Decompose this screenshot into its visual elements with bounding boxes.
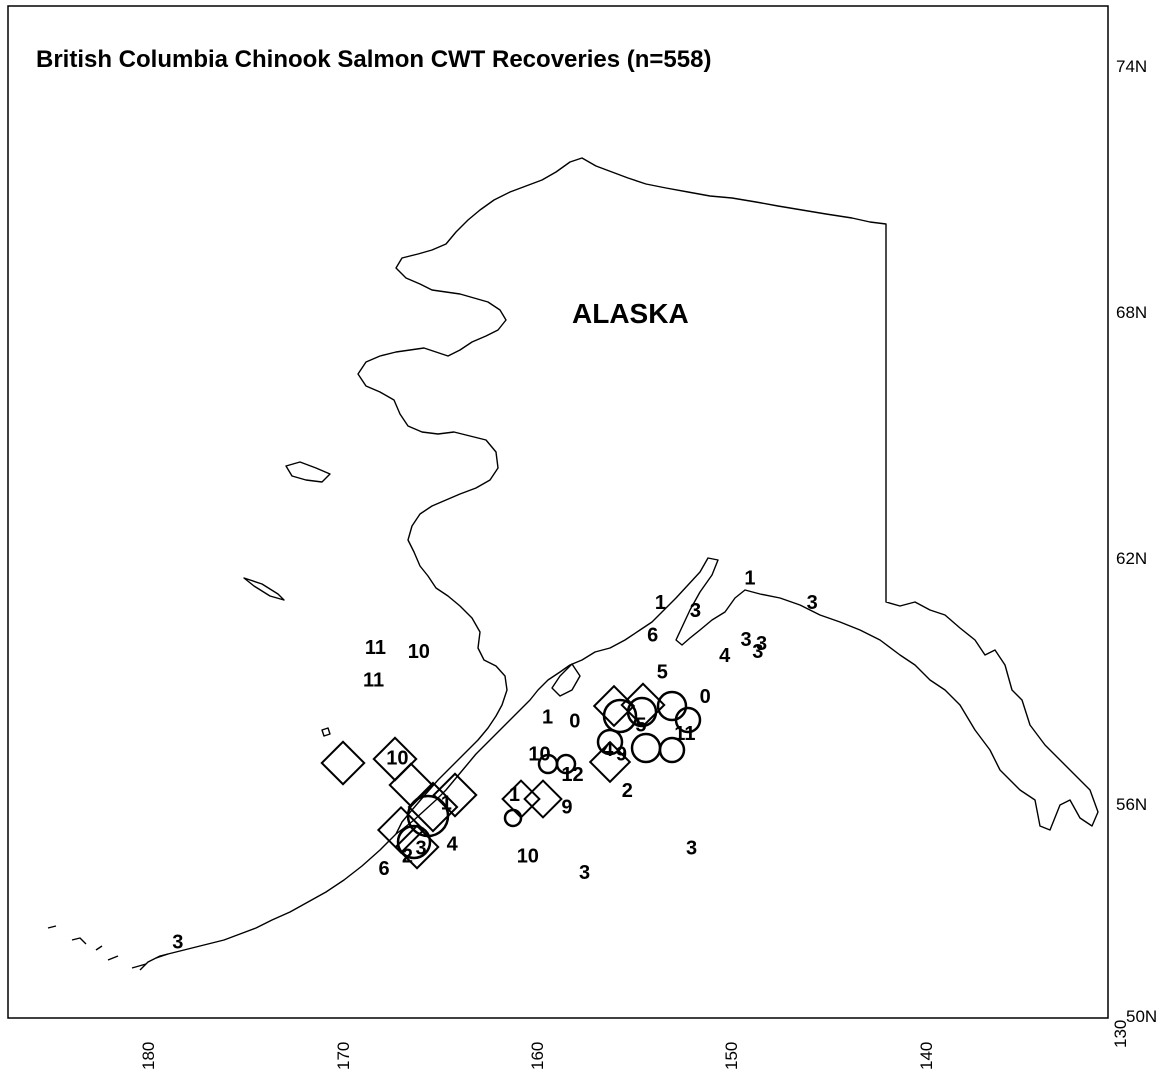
- cluster-circle: [503, 808, 523, 828]
- lon-label-180: 180: [139, 1042, 158, 1070]
- cluster-diamond: [320, 740, 366, 786]
- recovery-label: 1: [655, 592, 666, 614]
- recovery-label: 5: [657, 662, 668, 684]
- cluster-diamond: [523, 779, 563, 819]
- lon-label-130: 130: [1111, 1020, 1130, 1048]
- recovery-label: 1: [441, 792, 452, 814]
- cluster-diamond: [620, 682, 666, 728]
- recovery-label: 9: [616, 743, 627, 765]
- alaska-coastline: [47, 157, 1099, 971]
- recovery-label: 5: [635, 715, 646, 737]
- lon-label-170: 170: [334, 1042, 353, 1070]
- cluster-circle: [602, 698, 638, 734]
- cluster-diamond: [407, 781, 459, 833]
- cluster-circle: [396, 824, 432, 860]
- recovery-label: 6: [379, 858, 390, 880]
- recovery-label: 3: [690, 600, 701, 622]
- recovery-label: 3: [579, 862, 590, 884]
- recovery-label: 9: [561, 797, 572, 819]
- cluster-diamond: [501, 779, 541, 819]
- kodiak-island: [551, 663, 581, 697]
- recovery-label: 11: [363, 670, 384, 692]
- longitude-axis: 180 170 160 150 140 130: [139, 1020, 1130, 1070]
- recovery-label: 1: [509, 784, 520, 806]
- recovery-label: 6: [647, 625, 658, 647]
- recovery-label: 3: [807, 592, 818, 614]
- cluster-circle: [596, 728, 624, 756]
- recovery-label: 3: [172, 932, 183, 954]
- small-island: [321, 727, 331, 737]
- lat-label-68n: 68N: [1116, 303, 1147, 322]
- recovery-label: 10: [408, 641, 430, 663]
- alaska-mainland: [357, 157, 1099, 835]
- recovery-label: 1: [744, 568, 755, 590]
- recovery-clusters: [320, 682, 702, 870]
- cluster-circle: [658, 736, 686, 764]
- cluster-diamond: [376, 805, 426, 855]
- lon-label-140: 140: [917, 1042, 936, 1070]
- lat-label-74n: 74N: [1116, 57, 1147, 76]
- recovery-label: 10: [517, 846, 539, 868]
- recovery-label: 2: [402, 846, 413, 868]
- recovery-label: 12: [561, 764, 583, 786]
- recovery-label: 1: [542, 707, 553, 729]
- recovery-label: 2: [622, 780, 633, 802]
- recovery-label: 10: [528, 743, 550, 765]
- aleutian-chain: [139, 833, 397, 971]
- map-frame: [7, 5, 1109, 1019]
- cluster-diamond: [588, 740, 632, 784]
- recovery-label: 4: [719, 645, 731, 667]
- cluster-circle: [656, 690, 688, 722]
- cluster-circle: [674, 706, 702, 734]
- lat-label-62n: 62N: [1116, 549, 1147, 568]
- recovery-label: 4: [602, 739, 614, 761]
- western-aleutians: [47, 925, 169, 969]
- nunivak-island: [243, 577, 285, 601]
- recovery-label: 3: [741, 629, 752, 651]
- recovery-label: 3: [752, 641, 763, 663]
- map-title: British Columbia Chinook Salmon CWT Reco…: [36, 46, 711, 73]
- recovery-label: 10: [386, 747, 408, 769]
- recovery-label: 11: [365, 637, 386, 659]
- recovery-label: 4: [447, 833, 459, 855]
- lon-label-150: 150: [722, 1042, 741, 1070]
- lat-label-56n: 56N: [1116, 795, 1147, 814]
- recovery-label: 11: [674, 723, 695, 745]
- recovery-label: 0: [700, 686, 711, 708]
- latitude-axis: 74N 68N 62N 56N 50N: [1116, 57, 1157, 1026]
- recovery-label: 3: [690, 600, 701, 622]
- cluster-circle: [555, 753, 577, 775]
- recovery-label: 0: [569, 711, 580, 733]
- recovery-label: 3: [756, 633, 767, 655]
- lon-label-160: 160: [528, 1042, 547, 1070]
- recovery-label: 3: [416, 837, 427, 859]
- st-lawrence-island: [285, 461, 331, 483]
- region-label-alaska: ALASKA: [572, 298, 689, 329]
- cluster-circle: [626, 696, 658, 728]
- recovery-label: 3: [686, 837, 697, 859]
- lat-label-50n: 50N: [1126, 1007, 1157, 1026]
